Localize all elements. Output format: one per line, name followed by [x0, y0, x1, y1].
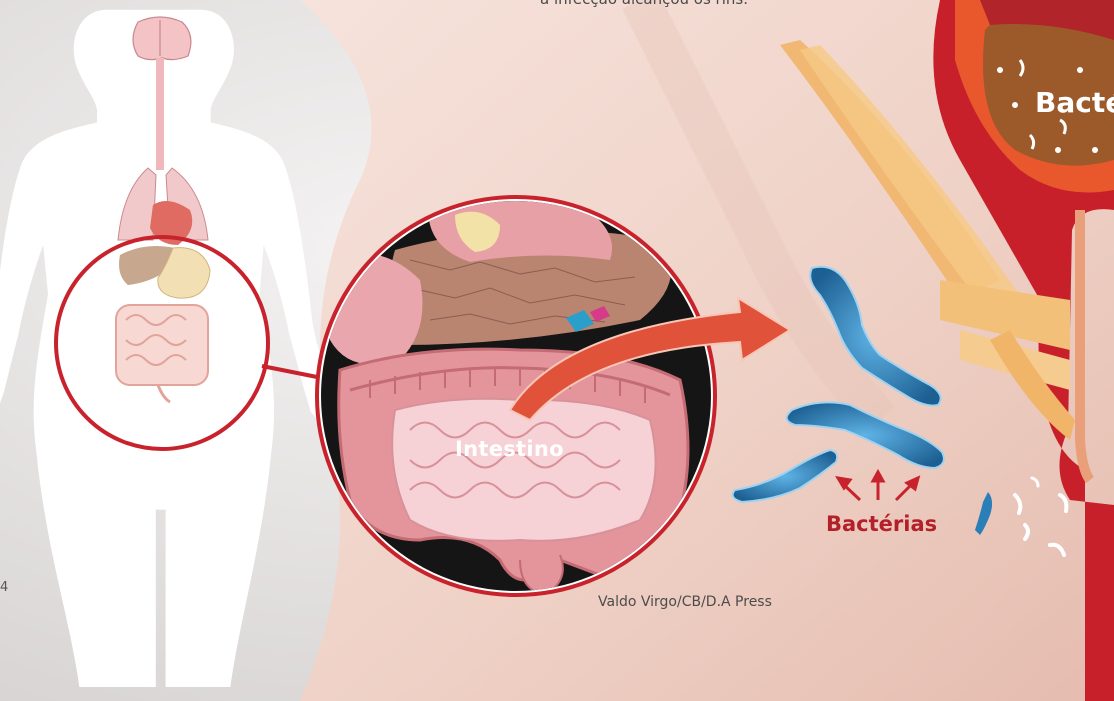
- bladder-bacteria-label: Bacté: [1035, 86, 1114, 119]
- intestine-label: Intestino: [455, 437, 564, 461]
- bacteria-label: Bactérias: [826, 512, 937, 536]
- top-caption: a infecção alcançou os rins.: [540, 0, 748, 8]
- page-number: 4: [0, 580, 8, 595]
- image-credit: Valdo Virgo/CB/D.A Press: [598, 594, 772, 610]
